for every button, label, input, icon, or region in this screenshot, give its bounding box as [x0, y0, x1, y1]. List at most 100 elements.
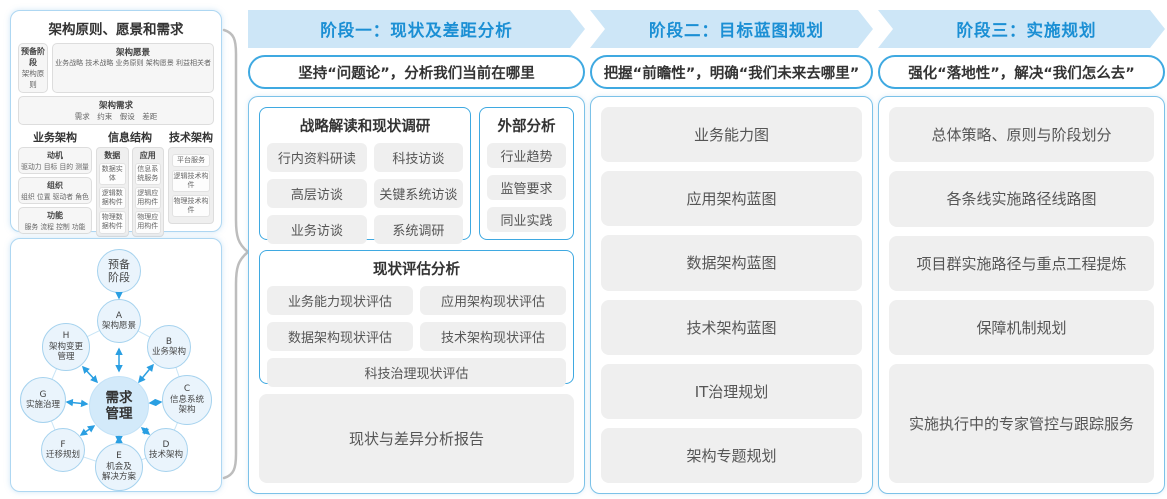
organization-box: 组织 组织 位置 驱动者 角色: [18, 177, 92, 204]
prep-stage-box: 预备阶段 架构原则: [18, 43, 49, 93]
application-item: 物理应用构件: [134, 211, 161, 234]
requirement-title: 架构需求: [98, 101, 133, 111]
adm-node-e: E 机会及 解决方案: [95, 443, 143, 491]
adm-node-a: A 架构愿景: [97, 299, 141, 343]
assessment-title: 现状评估分析: [373, 262, 460, 278]
adm-requirements-management-circle: 需求 管理: [89, 376, 149, 436]
adm-node-a-id: A: [115, 310, 123, 321]
application-subcolumn: 应用 信息系统服务 逻辑应用构件 物理应用构件: [131, 147, 164, 237]
adm-node-f: F 迁移规划: [41, 428, 85, 472]
strategy-item: 高层访谈: [267, 179, 367, 208]
organization-title: 组织: [47, 181, 63, 190]
phases-region: 阶段一：现状及差距分析 坚持“问题论”，分析我们当前在哪里 战略解读和现状调研 …: [248, 10, 1165, 494]
requirement-sub: 需求 约束 假设 差距: [74, 112, 158, 121]
phase-2-item: IT治理规划: [601, 363, 862, 419]
phase-2-banner: 阶段二：目标蓝图规划: [590, 10, 873, 48]
phase-2-subtitle: 把握“前瞻性”，明确“我们未来去哪里”: [590, 55, 873, 89]
strategy-item: 系统调研: [373, 215, 463, 244]
phase-3-column: 阶段三：实施规划 强化“落地性”，解决“我们怎么去” 总体策略、原则与阶段划分 …: [878, 10, 1165, 494]
phase-3-item: 总体策略、原则与阶段划分: [889, 107, 1154, 163]
architecture-framework-panel: 架构原则、愿景和需求 预备阶段 架构原则 架构愿景 业务战略 技术战略 业务原则…: [10, 10, 222, 280]
data-item: 物理数据构件: [99, 211, 126, 234]
phase-1-subtitle: 坚持“问题论”，分析我们当前在哪里: [248, 55, 585, 89]
adm-prep-stage-circle: 预备 阶段: [97, 249, 141, 293]
technology-item: 物理技术构件: [172, 195, 210, 218]
information-structure-column: 信息结构 数据 数据实体 逻辑数据构件 物理数据构件 应用 信息系统服务 逻辑应…: [96, 129, 164, 237]
requirement-box: 架构需求 需求 约束 假设 差距: [18, 96, 214, 125]
adm-node-b: B 业务架构: [147, 325, 191, 369]
adm-node-g-id: G: [39, 389, 47, 400]
motivation-sub: 驱动力 目标 目的 测量: [21, 163, 89, 171]
phase-2-item: 架构专题规划: [601, 427, 862, 484]
organization-sub: 组织 位置 驱动者 角色: [21, 193, 89, 201]
phase-1-column: 阶段一：现状及差距分析 坚持“问题论”，分析我们当前在哪里 战略解读和现状调研 …: [248, 10, 585, 494]
phase-2-item: 数据架构蓝图: [601, 235, 862, 291]
strategy-research-box: 战略解读和现状调研 行内资料研读 科技访谈 高层访谈 关键系统访谈 业务访谈 系…: [259, 107, 471, 244]
adm-node-g: G 实施治理: [20, 377, 66, 423]
external-analysis-title: 外部分析: [497, 119, 556, 135]
motivation-title: 动机: [47, 151, 63, 160]
external-item: 行业趋势: [487, 143, 566, 168]
vision-box: 架构愿景 业务战略 技术战略 业务原则 架构愿景 利益相关者: [52, 43, 214, 93]
strategy-item: 业务访谈: [267, 215, 367, 244]
external-item: 同业实践: [487, 207, 566, 232]
adm-arrows: [65, 292, 163, 444]
adm-node-c-label: 信息系统 架构: [169, 395, 204, 416]
assessment-item: 技术架构现状评估: [420, 322, 566, 351]
phase-1-banner: 阶段一：现状及差距分析: [248, 10, 585, 48]
curly-brace-icon: [222, 28, 251, 480]
adm-cycle-panel: 预备 阶段 A 架构愿景 B 业务架构 C 信息系统 架构 D 技术架构 E 机…: [10, 238, 222, 492]
assessment-item-full: 科技治理现状评估: [267, 358, 566, 387]
framework-title: 架构原则、愿景和需求: [48, 22, 184, 38]
adm-node-e-label: 机会及 解决方案: [101, 462, 136, 483]
phase-2-content: 业务能力图 应用架构蓝图 数据架构蓝图 技术架构蓝图 IT治理规划 架构专题规划: [590, 96, 873, 494]
data-item: 逻辑数据构件: [99, 187, 126, 210]
information-structure-title: 信息结构: [108, 131, 152, 144]
adm-node-h: H 架构变更 管理: [42, 323, 90, 371]
adm-node-h-label: 架构变更 管理: [48, 342, 83, 363]
adm-node-c-id: C: [183, 384, 191, 395]
adm-node-g-label: 实施治理: [25, 400, 60, 411]
phase-3-item: 保障机制规划: [889, 299, 1154, 356]
assessment-item: 应用架构现状评估: [420, 286, 566, 315]
phase-3-item: 项目群实施路径与重点工程提炼: [889, 235, 1154, 291]
adm-node-f-label: 迁移规划: [45, 450, 80, 461]
strategy-item: 行内资料研读: [267, 143, 367, 172]
motivation-box: 动机 驱动力 目标 目的 测量: [18, 147, 92, 174]
function-title: 功能: [47, 211, 63, 220]
prep-stage-sub: 架构原则: [21, 69, 45, 89]
business-architecture-column: 业务架构 动机 驱动力 目标 目的 测量 组织 组织 位置 驱动者 角色 功能 …: [18, 129, 92, 237]
adm-node-f-id: F: [60, 439, 66, 450]
adm-node-a-label: 架构愿景: [101, 321, 136, 332]
function-sub: 服务 流程 控制 功能: [24, 223, 86, 231]
adm-node-c: C 信息系统 架构: [162, 375, 212, 425]
phase-3-banner: 阶段三：实施规划: [878, 10, 1165, 48]
prep-stage-title: 预备阶段: [21, 47, 46, 67]
technology-architecture-column: 技术架构 平台服务 逻辑技术构件 物理技术构件: [168, 129, 214, 237]
data-subcolumn-title: 数据: [104, 151, 121, 160]
phase-2-item: 应用架构蓝图: [601, 171, 862, 227]
external-analysis-box: 外部分析 行业趋势 监管要求 同业实践: [479, 107, 574, 240]
assessment-item: 数据架构现状评估: [267, 322, 413, 351]
adm-node-b-id: B: [165, 336, 173, 347]
strategy-research-title: 战略解读和现状调研: [299, 119, 431, 135]
framework-row-vision: 预备阶段 架构原则 架构愿景 业务战略 技术战略 业务原则 架构愿景 利益相关者: [18, 43, 214, 93]
adm-node-b-label: 业务架构: [151, 347, 186, 358]
assessment-item: 业务能力现状评估: [267, 286, 413, 315]
vision-sub: 业务战略 技术战略 业务原则 架构愿景 利益相关者: [55, 59, 211, 67]
application-item: 逻辑应用构件: [134, 187, 161, 210]
adm-node-e-id: E: [116, 451, 122, 462]
strategy-item: 科技访谈: [373, 143, 463, 172]
adm-node-d-id: D: [162, 439, 170, 450]
phase-3-content: 总体策略、原则与阶段划分 各条线实施路径线路图 项目群实施路径与重点工程提炼 保…: [878, 96, 1165, 494]
adm-node-d-label: 技术架构: [148, 450, 183, 461]
strategy-item: 关键系统访谈: [373, 179, 463, 208]
adm-node-h-id: H: [62, 331, 70, 342]
technology-item: 平台服务: [172, 154, 210, 168]
phase-3-subtitle: 强化“落地性”，解决“我们怎么去”: [878, 55, 1165, 89]
business-architecture-title: 业务架构: [33, 131, 77, 144]
phase-2-item: 业务能力图: [601, 107, 862, 163]
architecture-domains: 业务架构 动机 驱动力 目标 目的 测量 组织 组织 位置 驱动者 角色 功能 …: [18, 129, 214, 237]
external-item: 监管要求: [487, 175, 566, 200]
